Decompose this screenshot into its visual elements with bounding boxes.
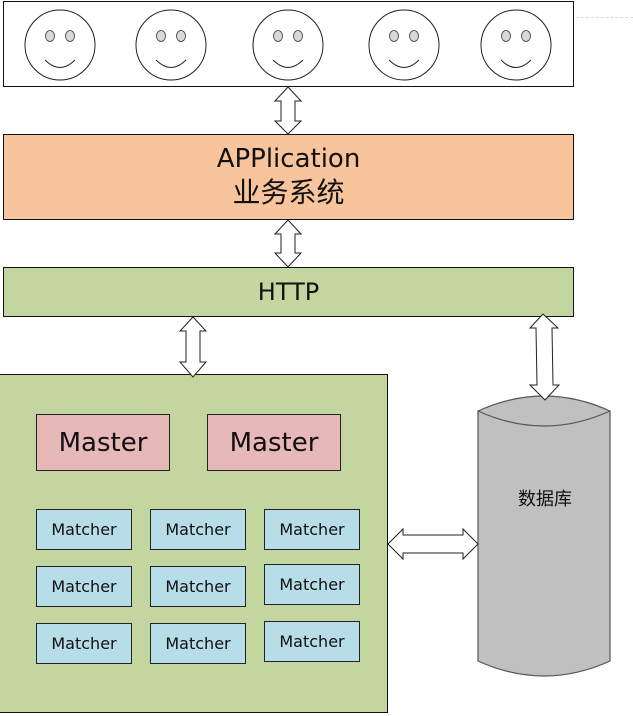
matcher-label: Matcher (51, 634, 117, 653)
matcher-label: Matcher (165, 634, 231, 653)
smiley-face-icon (24, 9, 96, 81)
database-body (477, 395, 611, 677)
http-box: HTTP (3, 267, 574, 317)
smiley-face-icon (368, 9, 440, 81)
user-faces (24, 9, 552, 81)
bidirectional-arrow-icon (528, 313, 561, 401)
matcher-node: Matcher (150, 566, 246, 607)
bidirectional-arrow-icon (273, 86, 303, 135)
application-title: APPlication (216, 144, 361, 174)
matcher-label: Matcher (279, 520, 345, 539)
matcher-node: Matcher (36, 509, 132, 550)
matcher-label: Matcher (165, 520, 231, 539)
http-label: HTTP (257, 278, 320, 306)
matcher-label: Matcher (279, 575, 345, 594)
database-cylinder (477, 395, 611, 677)
faint-guide-line (576, 17, 633, 18)
smiley-face-icon (480, 9, 552, 81)
database-label: 数据库 (518, 489, 572, 510)
smiley-face-icon (252, 9, 324, 81)
matcher-label: Matcher (51, 577, 117, 596)
matcher-label: Matcher (279, 632, 345, 651)
smiley-face-icon (135, 9, 207, 81)
database-top-rim (477, 410, 611, 427)
matcher-node: Matcher (264, 509, 360, 550)
master-node: Master (207, 414, 341, 471)
matcher-node: Matcher (150, 623, 246, 664)
matcher-node: Matcher (264, 621, 360, 662)
bidirectional-arrow-icon (273, 219, 303, 268)
application-box: APPlication 业务系统 (3, 134, 574, 220)
matcher-label: Matcher (165, 577, 231, 596)
application-subtitle: 业务系统 (232, 176, 345, 209)
master-label: Master (229, 427, 319, 458)
matcher-node: Matcher (36, 623, 132, 664)
matcher-node: Matcher (264, 564, 360, 605)
bidirectional-arrow-icon (178, 316, 208, 378)
matcher-label: Matcher (51, 520, 117, 539)
matcher-node: Matcher (150, 509, 246, 550)
master-node: Master (36, 414, 170, 471)
matcher-node: Matcher (36, 566, 132, 607)
master-label: Master (58, 427, 148, 458)
bidirectional-arrow-icon (387, 527, 479, 561)
